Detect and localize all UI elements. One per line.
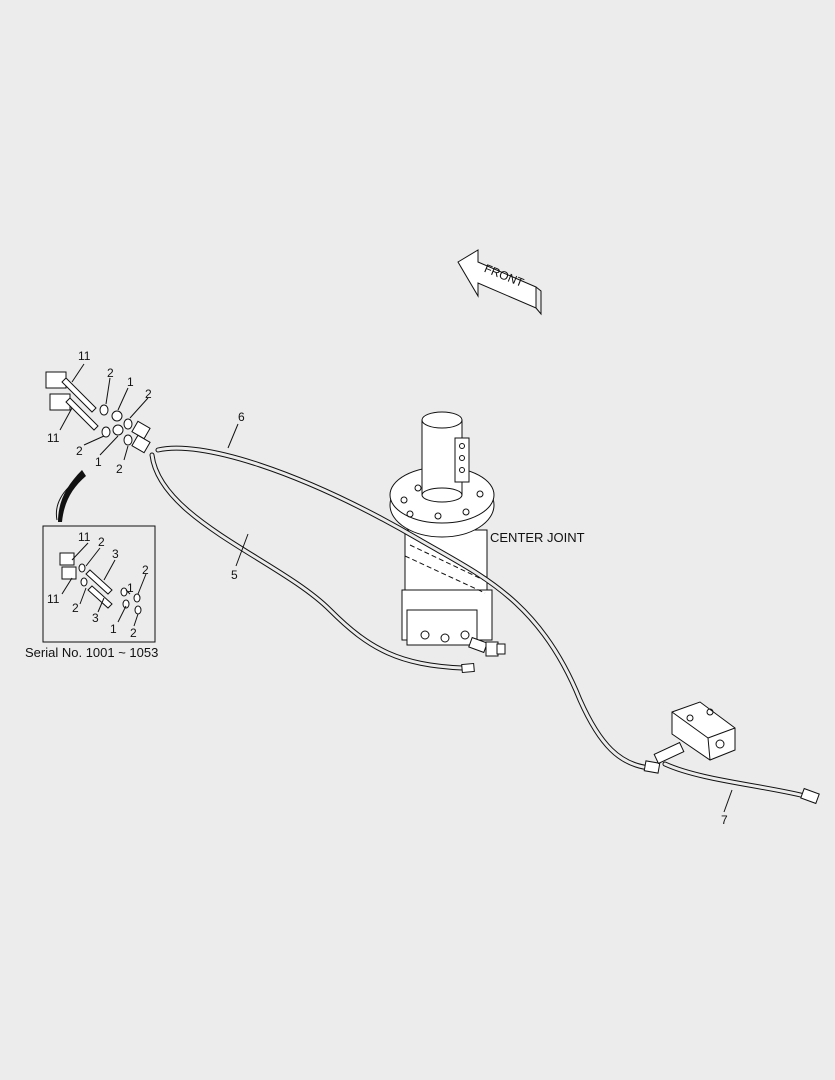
callouts: 11 2 1 2 11 2 1 2 6 5 7: [47, 349, 728, 827]
callout-2-bottom: 2: [116, 462, 123, 476]
front-arrow: FRONT: [457, 249, 542, 316]
inset-callout-2-left: 2: [72, 601, 79, 615]
inset-callout-1-bottom: 1: [110, 622, 117, 636]
inset-callout-11-bottom: 11: [47, 592, 60, 606]
callout-11-top: 11: [78, 349, 91, 363]
inset-callout-1-top: 1: [127, 581, 134, 595]
inset-callout-2-right: 2: [142, 563, 149, 577]
inset-callout-2-bottom: 2: [130, 626, 137, 640]
callout-11-bottom: 11: [47, 431, 60, 445]
inset-callout-3-top: 3: [112, 547, 119, 561]
inset-detail: 11 2 3 1 2 11 2 3 1 2: [42, 525, 156, 643]
callout-2-left: 2: [76, 444, 83, 458]
fittings-main: [45, 371, 151, 454]
callout-7: 7: [721, 813, 728, 827]
center-joint-label: CENTER JOINT: [490, 530, 585, 545]
leader-lines: [59, 363, 733, 813]
hoses: [149, 445, 820, 805]
callout-5: 5: [231, 568, 238, 582]
inset-callout-3-bottom: 3: [92, 611, 99, 625]
callout-1-top: 1: [127, 375, 134, 389]
callout-6: 6: [238, 410, 245, 424]
inset-callout-11-top: 11: [78, 530, 91, 544]
center-joint-fitting: [468, 636, 506, 657]
inset-callout-2-top: 2: [98, 535, 105, 549]
callout-2-right: 2: [145, 387, 152, 401]
inset-pointer: [55, 470, 86, 522]
center-joint: CENTER JOINT: [389, 411, 585, 657]
callout-2-top: 2: [107, 366, 114, 380]
serial-caption: Serial No. 1001 ~ 1053: [25, 645, 158, 660]
valve-block: [653, 701, 736, 765]
callout-1-bottom: 1: [95, 455, 102, 469]
